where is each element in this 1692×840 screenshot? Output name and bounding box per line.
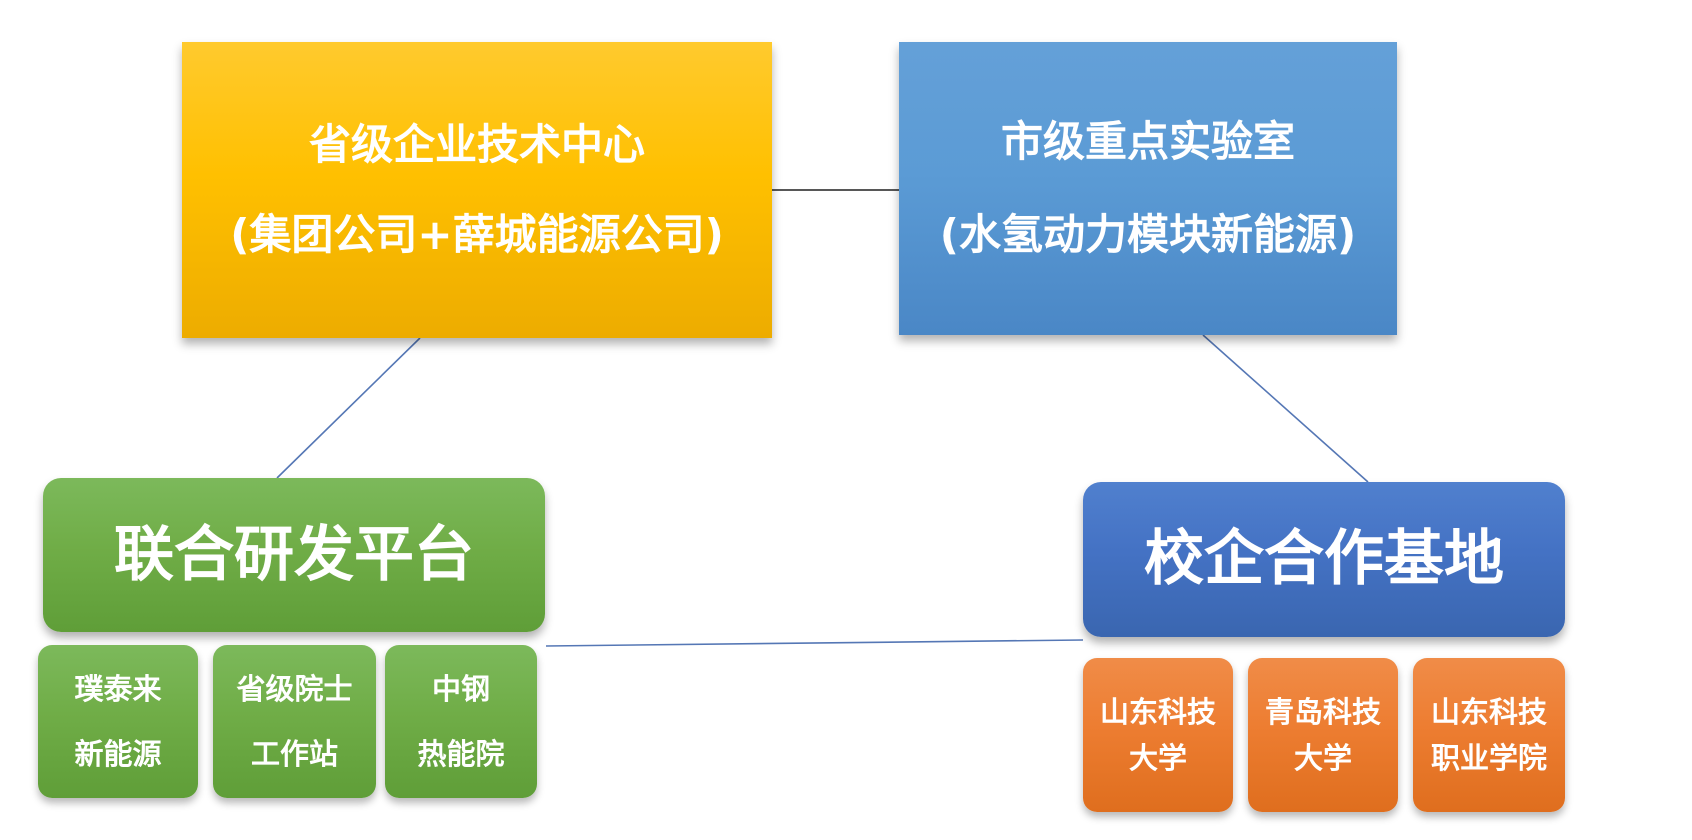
key-lab-subtitle: (水氢动力模块新能源) bbox=[939, 209, 1357, 259]
partner-box-sinosteel: 中钢 热能院 bbox=[385, 645, 537, 798]
tech-center-subtitle: (集团公司+薛城能源公司) bbox=[230, 210, 724, 259]
partner-box-academician-station: 省级院士 工作站 bbox=[213, 645, 376, 798]
partner-label: 山东科技 bbox=[1430, 695, 1547, 730]
partner-label: 大学 bbox=[1128, 740, 1187, 775]
node-school-enterprise-base: 校企合作基地 bbox=[1083, 482, 1565, 637]
partner-label: 大学 bbox=[1293, 740, 1352, 775]
rd-platform-label: 联合研发平台 bbox=[114, 519, 474, 590]
tech-center-title: 省级企业技术中心 bbox=[308, 119, 645, 169]
coop-base-label: 校企合作基地 bbox=[1144, 524, 1504, 594]
partner-label: 职业学院 bbox=[1430, 740, 1547, 775]
partner-label: 山东科技 bbox=[1099, 695, 1216, 730]
partner-label: 中钢 bbox=[431, 671, 490, 706]
partner-label: 省级院士 bbox=[236, 671, 353, 706]
partner-label: 青岛科技 bbox=[1264, 695, 1381, 730]
node-joint-rd-platform: 联合研发平台 bbox=[43, 478, 545, 632]
partner-box-putailai: 璞泰来 新能源 bbox=[38, 645, 198, 798]
connector-keylab-coopbase bbox=[1202, 334, 1369, 483]
key-lab-title: 市级重点实验室 bbox=[1000, 117, 1295, 167]
partner-label: 热能院 bbox=[417, 737, 505, 771]
partner-label: 璞泰来 bbox=[74, 671, 162, 706]
partner-box-sdust: 山东科技 大学 bbox=[1083, 658, 1233, 812]
node-provincial-tech-center: 省级企业技术中心 (集团公司+薛城能源公司) bbox=[182, 42, 772, 338]
connector-techcenter-rdplatform bbox=[276, 337, 421, 479]
partner-box-qust: 青岛科技 大学 bbox=[1248, 658, 1398, 812]
connector-rdplatform-coopbase bbox=[545, 639, 1084, 647]
partner-label: 新能源 bbox=[74, 737, 162, 771]
partner-box-sd-vocational: 山东科技 职业学院 bbox=[1413, 658, 1565, 812]
node-city-key-lab: 市级重点实验室 (水氢动力模块新能源) bbox=[899, 42, 1397, 335]
partner-label: 工作站 bbox=[250, 737, 338, 771]
